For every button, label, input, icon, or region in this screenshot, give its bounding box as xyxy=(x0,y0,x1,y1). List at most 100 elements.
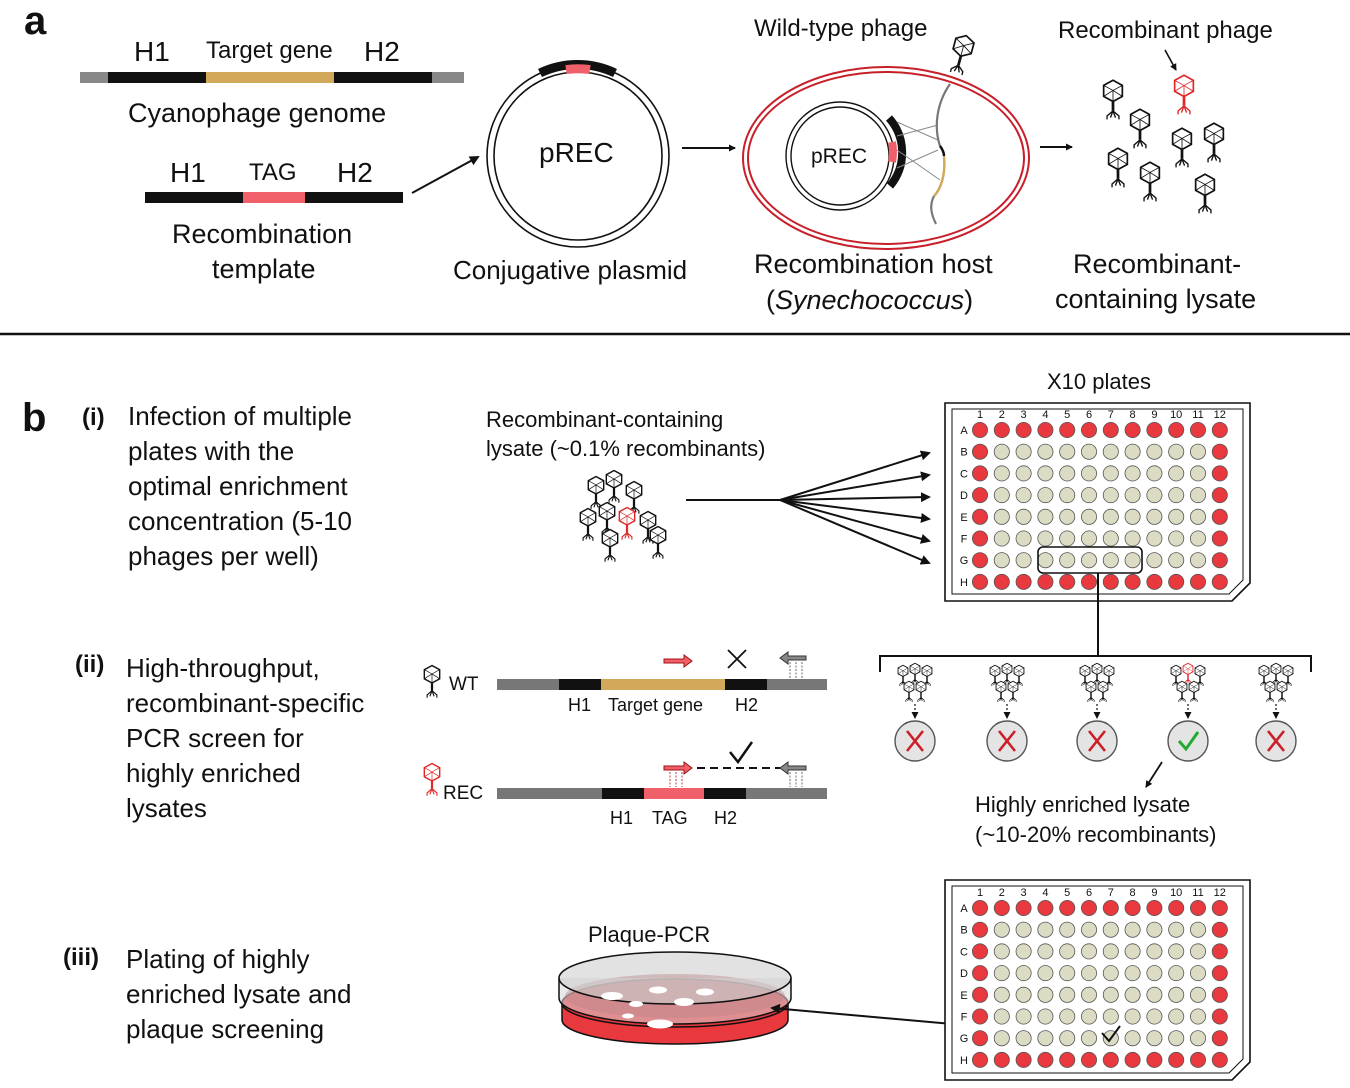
plate-well xyxy=(1146,552,1163,569)
genome-caption: Cyanophage genome xyxy=(128,98,386,128)
lysate-label-line2: lysate (~0.1% recombinants) xyxy=(486,436,765,461)
plate-well xyxy=(1190,1051,1207,1068)
panel-a-label: a xyxy=(24,0,47,43)
plate-well xyxy=(1190,943,1207,960)
plate-row-label: F xyxy=(961,534,968,546)
genome-h1-label: H1 xyxy=(134,36,170,67)
plate-well xyxy=(1124,965,1141,982)
plate-well xyxy=(1124,900,1141,917)
plate-well xyxy=(1168,487,1185,504)
cyanophage-genome: H1 Target gene H2 Cyanophage genome xyxy=(80,36,464,128)
step2-description: High-throughput, recombinant-specific PC… xyxy=(126,653,364,823)
plaque xyxy=(674,998,694,1006)
host-caption-close: ) xyxy=(964,285,973,315)
plate-well xyxy=(1211,443,1228,460)
plate-well xyxy=(1146,943,1163,960)
plate-well xyxy=(1146,530,1163,547)
plate-column-label: 4 xyxy=(1042,887,1048,899)
plate-well xyxy=(1102,986,1119,1003)
plate-well xyxy=(1037,552,1054,569)
plate-well xyxy=(1211,965,1228,982)
tag-segment xyxy=(243,192,307,203)
recombination-host: pREC Wild-type phage Recombination host … xyxy=(742,15,1030,315)
plate-well xyxy=(1059,943,1076,960)
rec-h2-label: H2 xyxy=(714,808,737,828)
step2-line: PCR screen for xyxy=(126,723,304,753)
step1-line: plates with the xyxy=(128,436,294,466)
plate-row-label: G xyxy=(960,1033,969,1045)
selected-wells-box xyxy=(1037,546,1143,574)
plaque xyxy=(647,1019,673,1029)
plate-well xyxy=(1015,465,1032,482)
plate-well xyxy=(1102,900,1119,917)
step3-line: Plating of highly xyxy=(126,944,310,974)
template-h1-label: H1 xyxy=(170,157,206,188)
plate-well xyxy=(1190,443,1207,460)
plate-well xyxy=(1146,1008,1163,1025)
plate-row-label: F xyxy=(961,1012,968,1024)
plate-well xyxy=(1190,900,1207,917)
recombinant-phage-icon xyxy=(1182,662,1194,685)
plate-well xyxy=(1168,943,1185,960)
plate-well xyxy=(1081,943,1098,960)
plate-well xyxy=(1168,900,1185,917)
plate-well xyxy=(1015,943,1032,960)
plate-well xyxy=(993,421,1010,438)
plate-well xyxy=(1124,943,1141,960)
wt-construct: WT H1 Target gene H2 xyxy=(423,649,827,715)
plate-well xyxy=(1124,921,1141,938)
plate-well xyxy=(1102,943,1119,960)
plate-well xyxy=(1124,986,1141,1003)
screen-result xyxy=(986,662,1028,762)
plate-well xyxy=(1059,487,1076,504)
plate-column-label: 3 xyxy=(1021,409,1027,421)
plate-well xyxy=(1059,900,1076,917)
plate-well xyxy=(1168,508,1185,525)
panel-b-label: b xyxy=(22,396,46,440)
plate-column-label: 9 xyxy=(1151,887,1157,899)
plate-well xyxy=(1081,1051,1098,1068)
plate-well xyxy=(972,530,989,547)
plate-well xyxy=(1190,921,1207,938)
plate-well xyxy=(1081,508,1098,525)
rec-tag-label: TAG xyxy=(652,808,688,828)
wt-phage-icon xyxy=(423,664,441,699)
step3-line: enriched lysate and xyxy=(126,979,351,1009)
phage-icon xyxy=(995,680,1007,703)
plate-well xyxy=(1146,573,1163,590)
plate-column-label: 9 xyxy=(1151,409,1157,421)
pcr-screen-results xyxy=(894,662,1297,762)
phage-icon xyxy=(1139,161,1161,203)
plate-well xyxy=(1190,530,1207,547)
plate-row-label: C xyxy=(960,946,968,958)
plate-well xyxy=(1102,508,1119,525)
rec-label: REC xyxy=(443,783,483,804)
plate-well xyxy=(1168,1008,1185,1025)
plate-well xyxy=(1211,1051,1228,1068)
plate-well xyxy=(1146,1051,1163,1068)
reverse-primer-icon xyxy=(779,651,807,665)
step2-numeral: (ii) xyxy=(75,651,104,678)
wt-h2-label: H2 xyxy=(735,695,758,715)
plate-well xyxy=(1211,921,1228,938)
screen-result xyxy=(1167,662,1209,762)
plate-well xyxy=(1168,443,1185,460)
plate-well xyxy=(1037,1051,1054,1068)
plate-row-label: D xyxy=(960,968,968,980)
fail-cross-icon xyxy=(997,730,1017,752)
phage-icon xyxy=(605,469,623,504)
plate-well xyxy=(1037,986,1054,1003)
plate-well xyxy=(993,465,1010,482)
plate-well xyxy=(1037,508,1054,525)
plate-well xyxy=(1081,421,1098,438)
plate-well xyxy=(993,573,1010,590)
plate-well xyxy=(1190,1030,1207,1047)
plate-well xyxy=(1190,573,1207,590)
plate-well xyxy=(1037,943,1054,960)
check-mark-icon xyxy=(729,741,754,765)
plate-well xyxy=(1015,1008,1032,1025)
